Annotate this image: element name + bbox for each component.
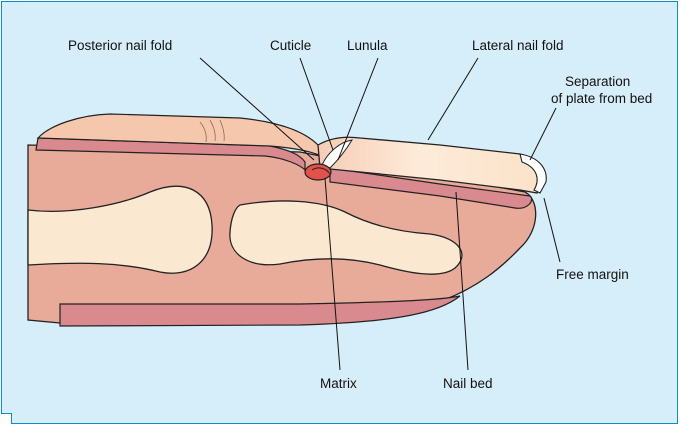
label-matrix: Matrix bbox=[320, 376, 357, 391]
nail-matrix bbox=[305, 164, 331, 180]
label-cuticle: Cuticle bbox=[270, 38, 311, 53]
label-lunula: Lunula bbox=[347, 38, 388, 53]
label-separation-line1: Separation bbox=[565, 74, 630, 89]
label-nail-bed: Nail bed bbox=[443, 376, 493, 391]
leader-free-margin bbox=[544, 198, 560, 262]
label-free-margin: Free margin bbox=[556, 267, 629, 282]
leader-separation bbox=[530, 108, 556, 160]
label-posterior-nail-fold: Posterior nail fold bbox=[68, 38, 172, 53]
leader-lateral-nail-fold bbox=[428, 58, 478, 140]
label-separation-line2: of plate from bed bbox=[551, 91, 652, 106]
label-lateral-nail-fold: Lateral nail fold bbox=[472, 38, 564, 53]
